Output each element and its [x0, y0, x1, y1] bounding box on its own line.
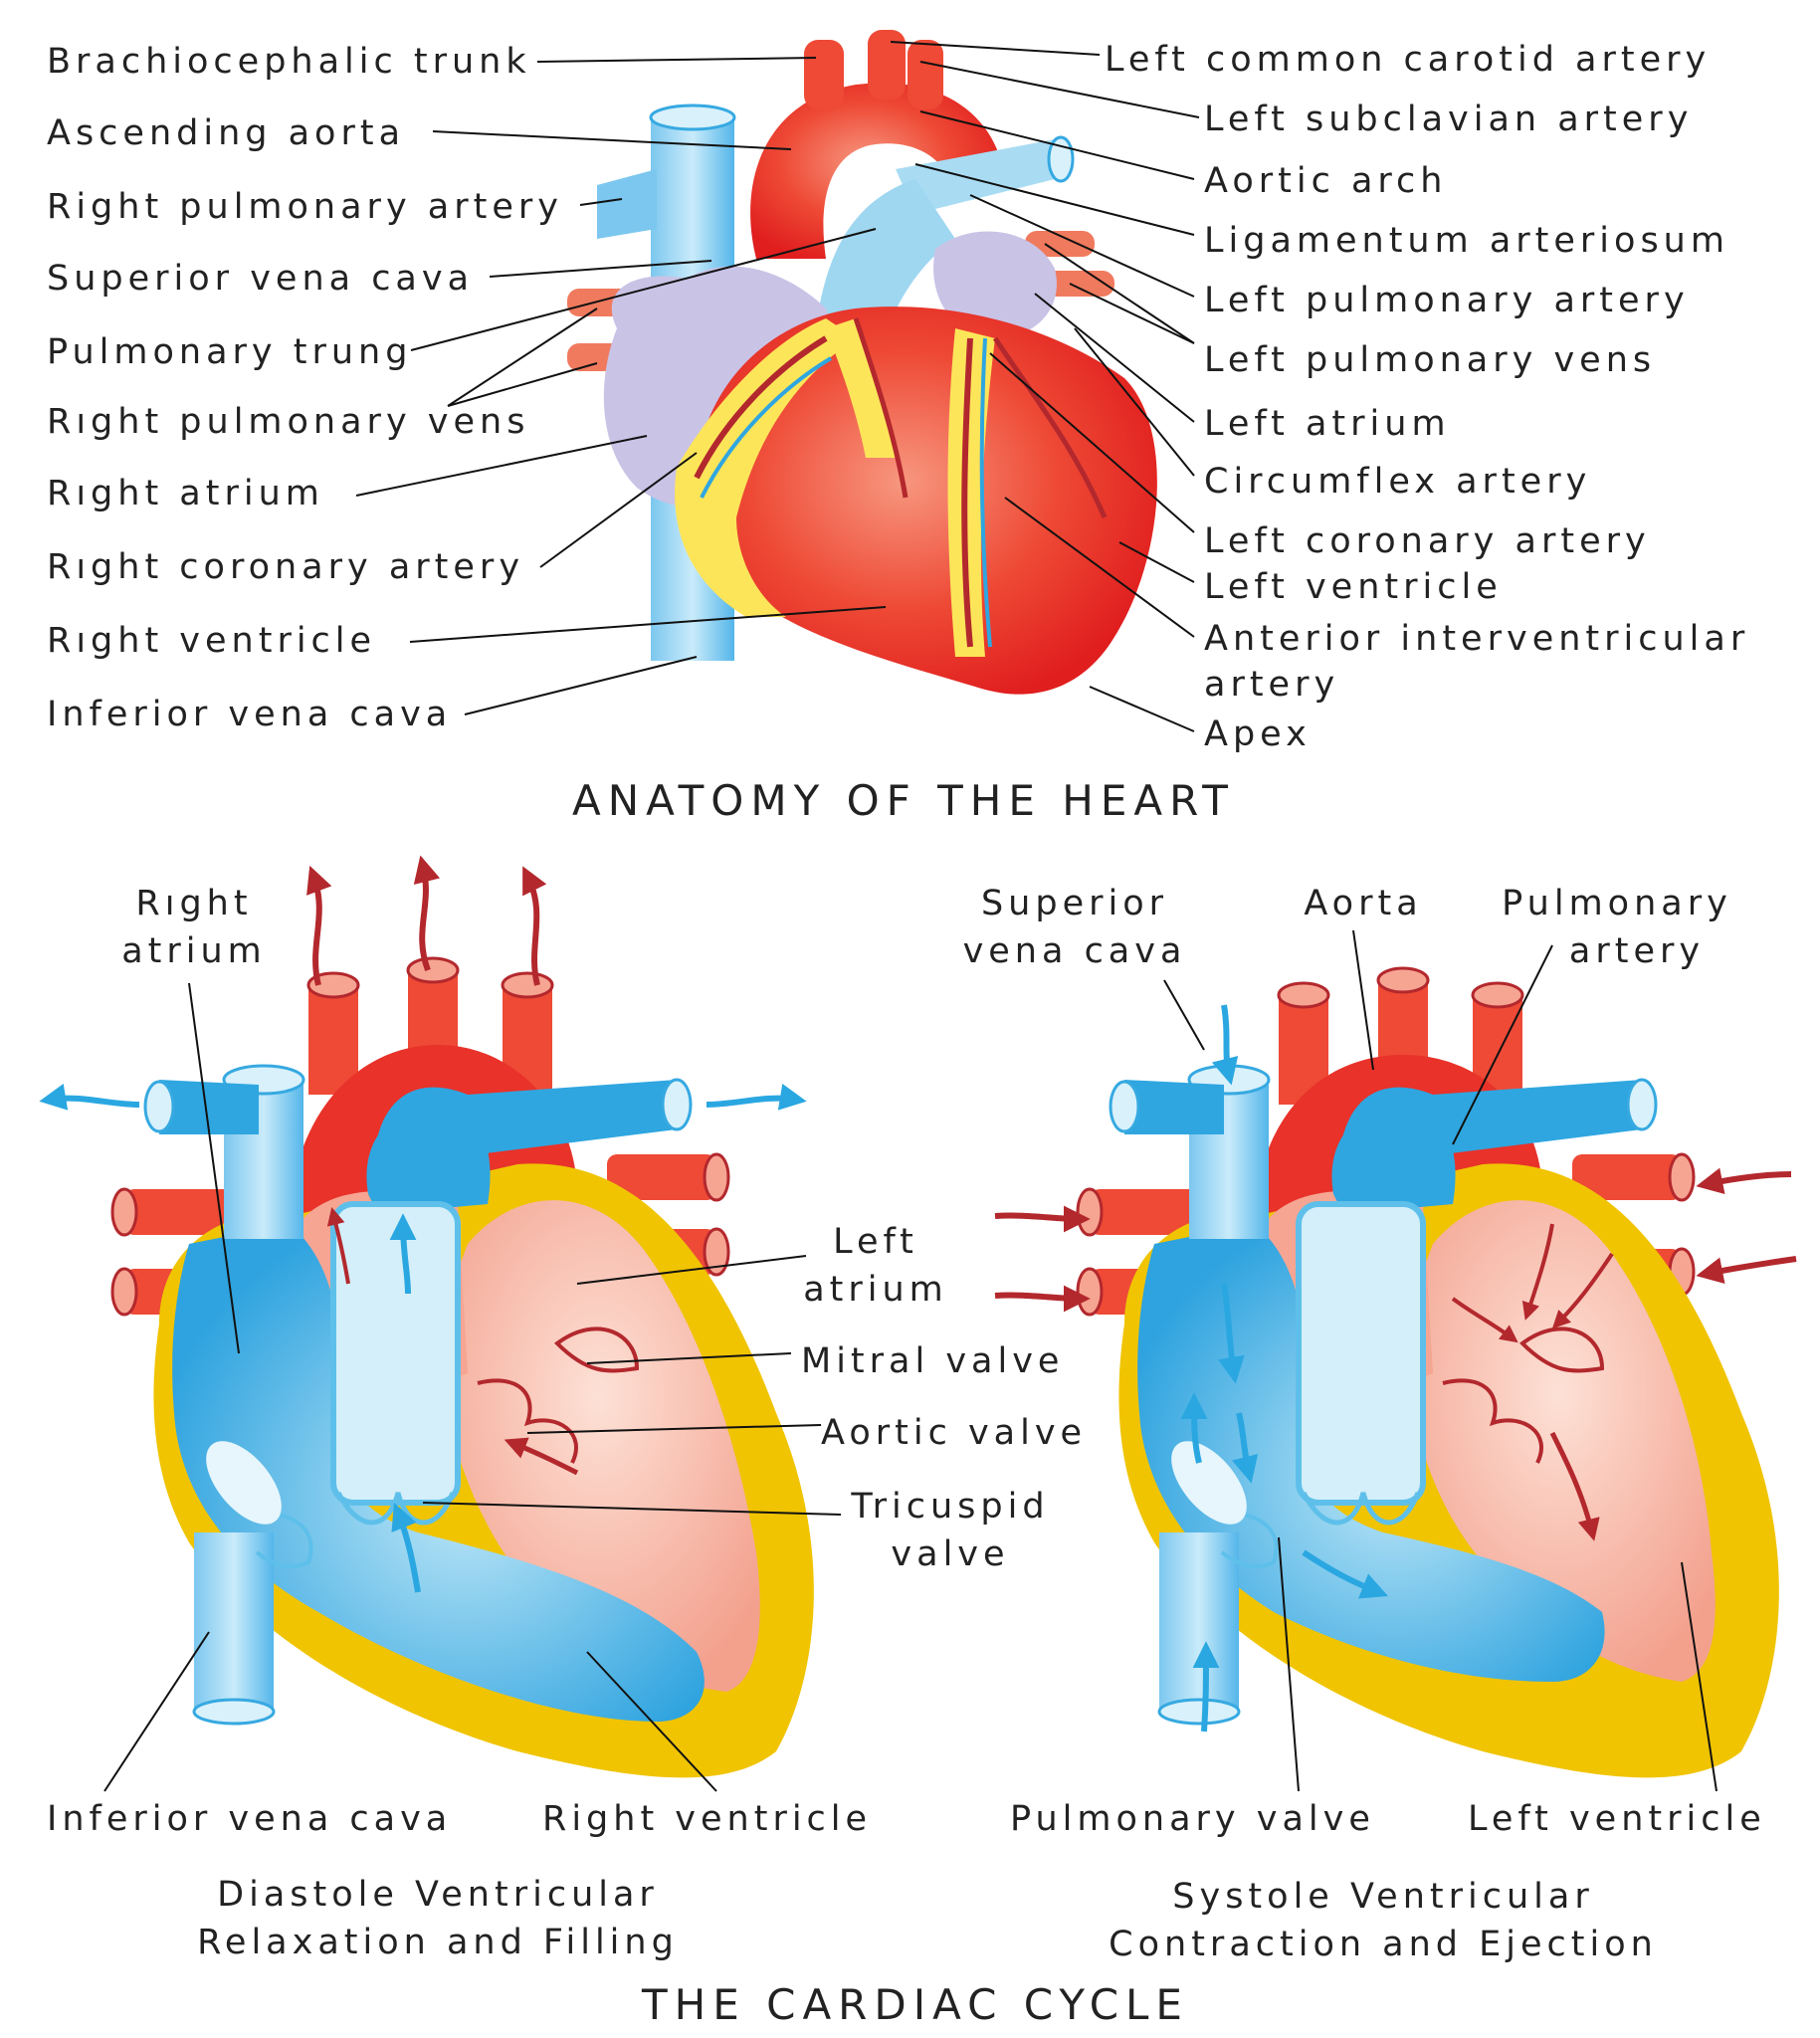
label-d-aortic-valve: Aortic valve [821, 1413, 1088, 1453]
label-right-pulmonary-artery: Right pulmonary artery [47, 187, 563, 227]
label-apex: Apex [1204, 714, 1312, 754]
label-s-left-ventricle: Left ventricle [1468, 1799, 1766, 1839]
label-d-inferior-vena-cava: Inferior vena cava [47, 1799, 453, 1839]
label-d-tricuspid-1: Tricuspid [851, 1487, 1050, 1527]
label-d-right-atrium-2: atrium [121, 931, 267, 971]
label-left-coronary-artery: Left coronary artery [1204, 521, 1651, 561]
label-pulmonary-trunk: Pulmonary trung [47, 332, 413, 372]
diastole-heart [39, 855, 814, 1778]
label-left-subclavian: Left subclavian artery [1204, 100, 1694, 139]
systole-heart [994, 966, 1797, 1778]
label-s-pa-1: Pulmonary [1502, 884, 1732, 923]
label-d-left-atrium-2: atrium [803, 1270, 948, 1310]
label-s-aorta: Aorta [1304, 884, 1423, 923]
label-s-pa-2: artery [1568, 931, 1706, 971]
label-aortic-arch: Aortic arch [1204, 161, 1448, 201]
anatomy-leaders-right [890, 41, 1200, 732]
anatomy-heart [567, 30, 1157, 695]
label-left-pulmonary-artery: Left pulmonary artery [1204, 281, 1690, 320]
label-d-tricuspid-2: valve [891, 1534, 1010, 1574]
cardiac-cycle-title: THE CARDIAC CYCLE [642, 1980, 1189, 2029]
label-d-right-atrium-1: Rıght [135, 884, 253, 923]
label-right-coronary-artery: Rıght coronary artery [47, 547, 525, 587]
label-left-atrium: Left atrium [1204, 404, 1451, 444]
caption-systole-1: Systole Ventricular [1172, 1877, 1594, 1917]
label-anterior-interventricular: Anterior interventricular [1204, 619, 1750, 659]
caption-diastole-1: Diastole Ventricular [217, 1875, 659, 1915]
label-d-left-atrium-1: Left [833, 1222, 918, 1262]
anatomy-title: ANATOMY OF THE HEART [572, 776, 1235, 825]
label-anterior-interventricular-artery: artery [1204, 665, 1340, 705]
label-inferior-vena-cava: Inferior vena cava [47, 695, 453, 734]
label-right-atrium: Rıght atrium [47, 474, 324, 513]
label-left-ventricle: Left ventricle [1204, 567, 1503, 607]
label-superior-vena-cava: Superior vena cava [47, 259, 475, 299]
label-ligamentum-arteriosum: Ligamentum arteriosum [1204, 221, 1729, 261]
label-d-right-ventricle: Right ventricle [542, 1799, 873, 1839]
label-right-pulmonary-veins: Rıght pulmonary vens [47, 402, 530, 442]
label-left-common-carotid: Left common carotid artery [1105, 40, 1712, 80]
label-s-svc-2: vena cava [962, 931, 1187, 971]
label-circumflex-artery: Circumflex artery [1204, 462, 1592, 502]
anatomy-leaders-left [355, 57, 887, 715]
label-s-svc-1: Superior [980, 884, 1169, 923]
label-left-pulmonary-veins: Left pulmonary vens [1204, 340, 1657, 380]
label-brachiocephalic-trunk: Brachiocephalic trunk [47, 42, 531, 82]
label-s-pulmonary-valve: Pulmonary valve [1010, 1799, 1375, 1839]
caption-systole-2: Contraction and Ejection [1109, 1925, 1658, 1964]
cycle-leaders [103, 929, 1718, 1792]
label-d-mitral-valve: Mitral valve [801, 1341, 1065, 1381]
label-right-ventricle: Rıght ventricle [47, 621, 377, 661]
caption-diastole-2: Relaxation and Filling [197, 1923, 679, 1962]
label-ascending-aorta: Ascending aorta [47, 113, 406, 153]
